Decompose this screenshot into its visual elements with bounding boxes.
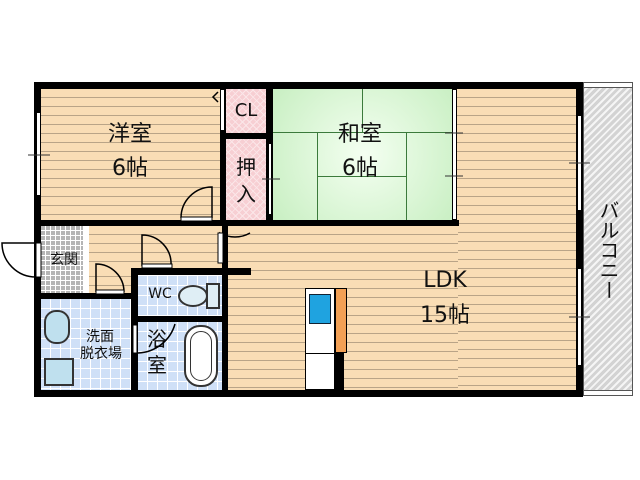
wall-left xyxy=(34,82,41,397)
ldk-name: LDK xyxy=(423,268,467,293)
western-door-icon xyxy=(180,186,213,219)
wall-closet-divider xyxy=(220,133,273,139)
washroom-door-icon xyxy=(95,263,125,293)
wall-western-right xyxy=(220,82,226,226)
wall-wet-top xyxy=(131,268,251,275)
window-closet-door xyxy=(220,89,225,131)
washroom-label-1: 洗面 xyxy=(86,329,114,345)
japanese-room-size: 6帖 xyxy=(342,156,378,181)
bathroom-label-2: 室 xyxy=(147,353,167,377)
window-western xyxy=(36,112,41,196)
entrance-step xyxy=(83,226,89,293)
oshiire xyxy=(226,139,266,220)
closet-label: CL xyxy=(234,100,258,121)
wall-right xyxy=(576,82,583,397)
ldk-size: 15帖 xyxy=(420,303,470,328)
wc xyxy=(138,276,222,316)
entrance-label: 玄関 xyxy=(50,252,78,268)
balcony xyxy=(583,82,633,396)
closet xyxy=(226,89,266,133)
kitchen-backsplash xyxy=(335,288,347,353)
bathtub-inner xyxy=(190,331,212,381)
western-room xyxy=(41,89,220,220)
japanese-room xyxy=(273,89,456,220)
window-japanese-east xyxy=(452,89,457,220)
balcony-rail-bottom xyxy=(583,390,633,396)
oshiire-label-2: 入 xyxy=(236,182,256,206)
tatami-line-v2 xyxy=(317,132,318,220)
wall-wet-right xyxy=(222,226,228,397)
wall-entrance-bottom xyxy=(34,293,138,299)
wall-japanese-bottom xyxy=(266,220,459,226)
wc-label: WC xyxy=(148,286,172,302)
tatami-line-v3 xyxy=(406,132,407,220)
entrance xyxy=(41,226,83,293)
wall-western-bottom xyxy=(34,220,273,226)
kitchen-sink-icon xyxy=(309,294,331,324)
closet-door-icon xyxy=(211,91,219,103)
bathroom-label-1: 浴 xyxy=(147,327,167,351)
tatami-line-h1 xyxy=(273,132,456,133)
bath-door-icon xyxy=(137,323,176,354)
kitchen-wall xyxy=(335,353,344,390)
oshiire-label-1: 押 xyxy=(236,155,256,179)
entrance-door-icon xyxy=(1,242,37,278)
wash-basin-icon xyxy=(44,358,74,386)
tatami-line-h2 xyxy=(317,176,406,177)
japanese-room-name: 和室 xyxy=(337,122,382,147)
kitchen-divider xyxy=(305,353,335,354)
wall-wc-bath xyxy=(131,316,228,322)
toilet-tank-icon xyxy=(206,283,220,309)
wall-top xyxy=(34,82,583,89)
hall-door-icon xyxy=(141,234,172,267)
hallway xyxy=(89,226,226,268)
ldk xyxy=(456,89,576,390)
balcony-rail-top xyxy=(583,82,633,88)
western-room-name: 洋室 xyxy=(107,122,152,147)
balcony-label: バルコニー xyxy=(596,200,620,300)
western-room-size: 6帖 xyxy=(112,156,148,181)
tatami-line-v1 xyxy=(362,89,363,133)
washing-machine-icon xyxy=(44,310,70,344)
wall-bottom xyxy=(34,390,583,397)
washroom-label-2: 脱衣場 xyxy=(80,346,122,362)
ldk-door-icon xyxy=(219,231,251,263)
